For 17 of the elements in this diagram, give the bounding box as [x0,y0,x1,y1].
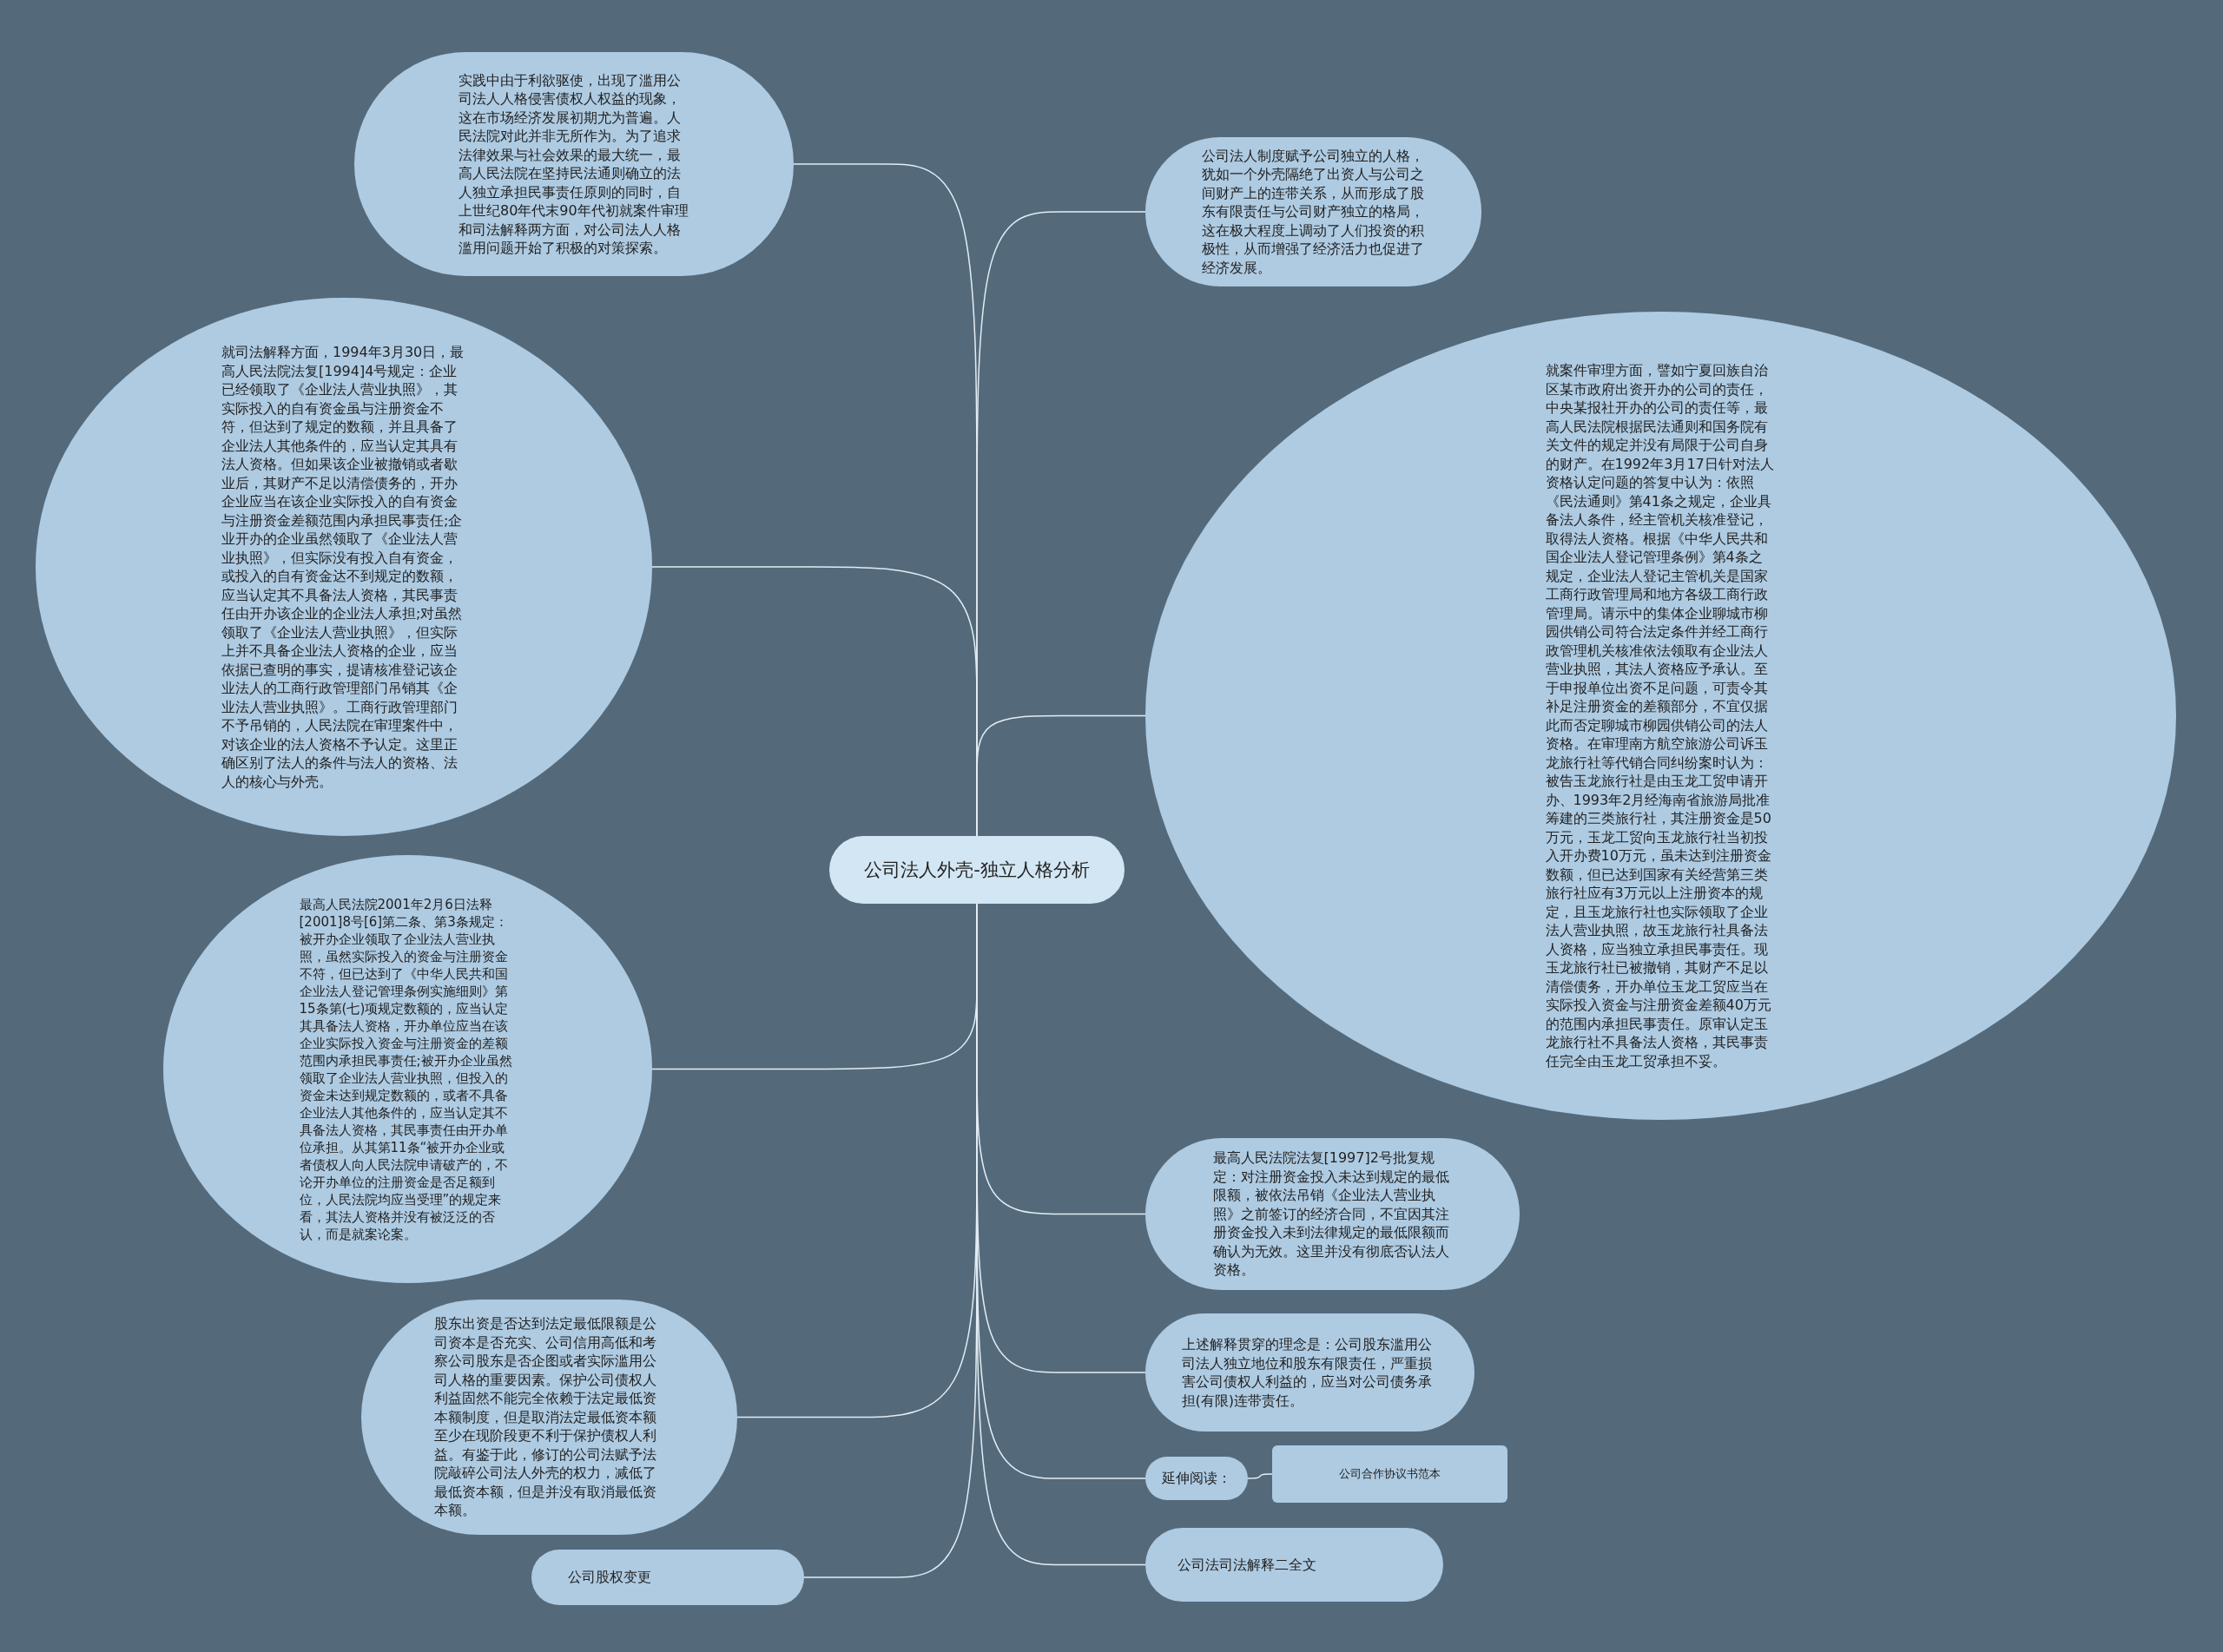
topic-text: 就司法解释方面，1994年3月30日，最高人民法院法复[1994]4号规定：企业已经领取了《企业法人营业执照》，其实际投入的自有资金虽与注册资金不符，但达到了规定的数额，并且具备了企业法人其他条件的，应当认定其具有法人资格。但如果该企业被撤销或者歇业后，其财产不足以清偿债务的，开办企业应当在该企业实际投入的自有资金与注册资金差额范围内承担民事责任;企业开办的企业虽然领取了《企业法人营业执照》，但实际没有投入自有资金，或投入的自有资金达不到规定的数额，应当认定其不具备法人资格，其民事责任由开办该企业的企业法人承担;对虽然领取了《企业法人营业执照》，但实际上并不具备企业法人资格的企业，应当依据已查明的事实，提请核准登记该企业法人的工商行政管理部门吊销其《企业法人营业执照》。工商行政管理部门不予吊销的，人民法院在审理案件中，对该企业的法人资格不予认定。这里正确区别了法人的条件与法人的资格、法人的核心与外壳。 [221,343,465,791]
topic-text: 就案件审理方面，譬如宁夏回族自治区某市政府出资开办的公司的责任，中央某报社开办的公司的责任等，最高人民法院根据民法通则和国务院有关文件的规定并没有局限于公司自身的财产。在1992年3月17日针对法人资格认定问题的答复中认为：依照《民法通则》第41条之规定，企业具备法人条件，经主管机关核准登记，取得法人资格。根据《中华人民共和国企业法人登记管理条例》第4条之规定，企业法人登记主管机关是国家工商行政管理局和地方各级工商行政管理局。请示中的集体企业聊城市柳园供销公司符合法定条件并经工商行政管理机关核准依法领取有企业法人营业执照，其法人资格应予承认。至于申报单位出资不足问题，可责令其补足注册资金的差额部分，不宜仅据此而否定聊城市柳园供销公司的法人资格。在审理南方航空旅游公司诉玉龙旅行社等代销合同纠纷案时认为：被告玉龙旅行社是由玉龙工贸申请开办、1993年2月经海南省旅游局批准筹建的三类旅行社，其注册资金是50万元，玉龙工贸向玉龙旅行社当初投入开办费10万元，虽未达到注册资金数额，但已达到国家有关经营第三类旅行社应有3万元以上注册资本的规定，且玉龙旅行社也实际领取了企业法人营业执照，故玉龙旅行社具备法人资格，应当独立承担民事责任。现玉龙旅行社已被撤销，其财产不足以清偿债务，开办单位玉龙工贸应当在实际投入资金与注册资金差额40万元的范围内承担民事责任。原审认定玉龙旅行社不具备法人资格，其民事责任完全由玉龙工贸承担不妥。 [1545,361,1775,1070]
topic-text: 最高人民法院法复[1997]2号批复规定：对注册资金投入未达到规定的最低限额，被依法吊销《企业法人营业执照》之前签订的经济合同，不宜因其注册资金投入未到法律规定的最低限额而确认为无效。这里并没有彻底否认法人资格。 [1212,1149,1450,1280]
link-card [1272,1445,1507,1503]
topic-text: 股东出资是否达到法定最低限额是公司资本是否充实、公司信用高低和考察公司股东是否企图或者实际滥用公司人格的重要因素。保护公司债权人利益固然不能完全依赖于法定最低资本额制度，但是取消法定最低资本额至少在现阶段更不利于保护债权人利益。有鉴于此，修订的公司法赋予法院敲碎公司法人外壳的权力，减低了最低资本额，但是并没有取消最低资本额。 [433,1314,657,1520]
connector-line [976,714,1146,837]
topic-text: 延伸阅读： [1162,1469,1231,1488]
topic-text: 公司法司法解释二全文 [1177,1555,1317,1575]
topic-text: 上述解释贯穿的理念是：公司股东滥用公司法人独立地位和股东有限责任，严重损害公司债权人利益的，应当对公司债务承担(有限)连带责任。 [1181,1335,1433,1410]
topic-text: 公司股权变更 [568,1568,652,1587]
topic-text: 实践中由于利欲驱使，出现了滥用公司法人人格侵害债权人权益的现象，这在市场经济发展初期尤为普遍。人民法院对此并非无所作为。为了追求法律效果与社会效果的最大统一，最高人民法院在坚持民法通则确立的法人独立承担民事责任原则的同时，自上世纪80年代末90年代初就案件审理和司法解释两方面，对公司法人人格滥用问题开始了积极的对策探索。 [458,70,689,258]
topic-text: 公司合作协议书范本 [1339,1466,1441,1483]
topic-title: 公司法人外壳-独立人格分析 [863,859,1091,882]
topic-text: 最高人民法院2001年2月6日法释[2001]8号[6]第二条、第3条规定：被开办企业领取了企业法人营业执照，虽然实际投入的资金与注册资金不符，但已达到了《中华人民共和国企业法人登记管理条例实施细则》第15条第(七)项规定数额的，应当认定其具备法人资格，开办单位应当在该企业实际投入资金与注册资金的差额范围内承担民事责任;被开办企业虽然领取了企业法人营业执照，但投入的资金未达到规定数额的，或者不具备企业法人其他条件的，应当认定其不具备法人资格，其民事责任由开办单位承担。从其第11条“被开办企业或者债权人向人民法院申请破产的，不论开办单位的注册资金是否足额到位，人民法院均应当受理”的规定来看，其法人资格并没有被泛泛的否认，而是就案论案。 [299,895,513,1243]
topic-text: 公司法人制度赋予公司独立的人格，犹如一个外壳隔绝了出资人与公司之间财产上的连带关系，从而形成了股东有限责任与公司财产独立的格局，这在极大程度上调动了人们投资的积极性，从而增强了经济活力也促进了经济发展。 [1201,146,1425,278]
topic-pill [1145,1457,1248,1500]
connector-line [1247,1473,1273,1479]
